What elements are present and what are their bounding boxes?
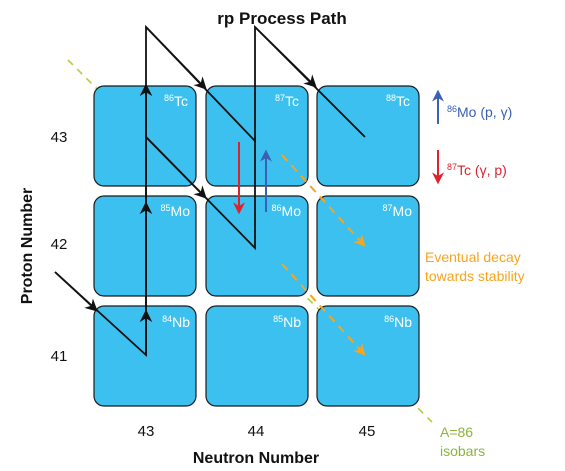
nuclide-cell-87tc bbox=[205, 85, 309, 187]
y-tick-41: 41 bbox=[51, 348, 68, 365]
legend-proton-capture-label: 86Mo (p, γ) bbox=[447, 104, 512, 120]
y-tick-43: 43 bbox=[51, 129, 68, 146]
nuclide-label-86mo: 86Mo bbox=[272, 203, 302, 219]
path-arrow-diag-2 bbox=[254, 26, 317, 88]
nuclide-label-84nb: 84Nb bbox=[162, 314, 190, 330]
nuclide-label-88tc: 88Tc bbox=[386, 93, 410, 109]
y-tick-42: 42 bbox=[51, 236, 68, 253]
legend-photodisintegration-label: 87Tc (γ, p) bbox=[447, 162, 507, 178]
path-arrow-diag-3 bbox=[145, 136, 207, 199]
decay-arrow-2 bbox=[281, 263, 366, 356]
nuclide-cell-85nb bbox=[205, 305, 309, 407]
nuclide-label-85mo: 85Mo bbox=[161, 203, 191, 219]
nuclide-label-85nb: 85Nb bbox=[273, 314, 301, 330]
x-tick-43: 43 bbox=[138, 423, 155, 440]
path-arrow-diag-1 bbox=[145, 26, 207, 90]
decay-label-line2: towards stability bbox=[425, 268, 525, 284]
nuclide-label-87tc: 87Tc bbox=[275, 93, 299, 109]
nuclide-label-87mo: 87Mo bbox=[383, 203, 413, 219]
nuclide-cell-86mo bbox=[205, 195, 309, 297]
nuclide-label-86nb: 86Nb bbox=[384, 314, 412, 330]
y-axis-label: Proton Number bbox=[19, 188, 36, 304]
nuclide-cell-85mo bbox=[93, 195, 197, 297]
nuclide-grid bbox=[93, 85, 420, 407]
diagram-title: rp Process Path bbox=[217, 9, 346, 28]
path-arrow-entry bbox=[54, 271, 98, 312]
x-axis-label: Neutron Number bbox=[193, 450, 319, 467]
decay-label-line1: Eventual decay bbox=[425, 249, 521, 265]
nuclide-label-86tc: 86Tc bbox=[164, 93, 188, 109]
isobar-label-line1: A=86 bbox=[440, 424, 473, 440]
decay-arrow-1 bbox=[281, 154, 366, 247]
x-tick-45: 45 bbox=[359, 423, 376, 440]
isobar-label-line2: isobars bbox=[440, 443, 485, 459]
x-tick-44: 44 bbox=[248, 423, 265, 440]
nuclide-cell-88tc bbox=[316, 85, 420, 187]
